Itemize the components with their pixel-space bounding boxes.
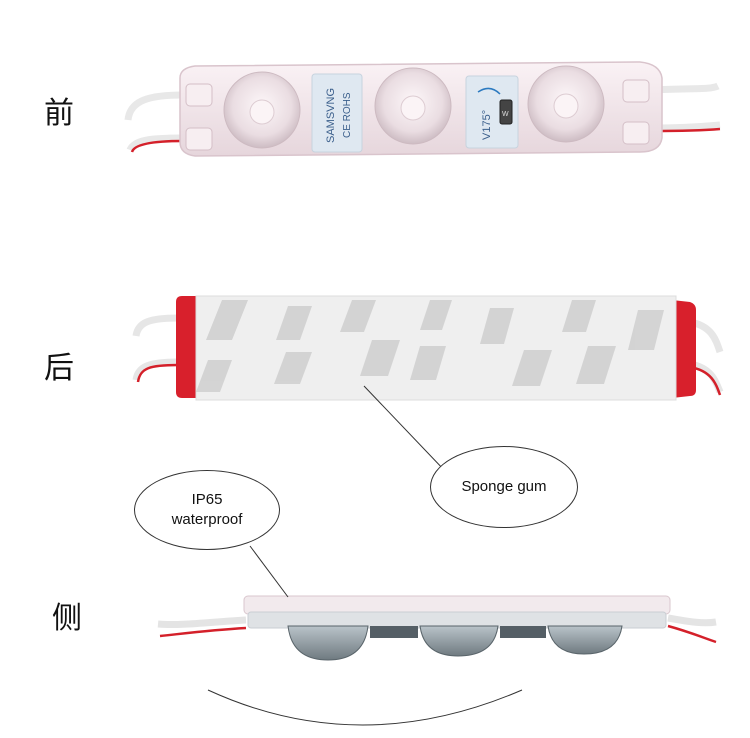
ip65-leader-line xyxy=(249,545,289,598)
side-lens-2 xyxy=(419,625,499,657)
back-module xyxy=(132,295,724,401)
sponge-gum-callout: Sponge gum xyxy=(430,446,578,528)
front-module: SAMSVNG CE ROHS V175° W xyxy=(124,61,721,157)
sponge-leader-line xyxy=(363,385,447,473)
waterproof-text: waterproof xyxy=(171,511,243,528)
side-lens-1 xyxy=(287,625,369,661)
front-view-label: 前 xyxy=(44,96,74,131)
beam-angle-arc xyxy=(207,689,523,726)
side-view-label: 侧 xyxy=(52,601,82,636)
back-view-label: 后 xyxy=(44,351,74,386)
side-lens-3 xyxy=(547,625,623,655)
side-module xyxy=(157,595,717,661)
sponge-gum-text: Sponge gum xyxy=(461,477,547,495)
ip65-text: IP65 xyxy=(191,490,223,508)
ip65-callout: IP65 waterproof xyxy=(134,470,280,550)
front-angle-text: V175° xyxy=(481,110,493,140)
front-chip-text: W xyxy=(502,111,509,118)
front-brand-text: SAMSVNG xyxy=(325,88,337,143)
front-cert-text: CE ROHS xyxy=(342,92,353,138)
